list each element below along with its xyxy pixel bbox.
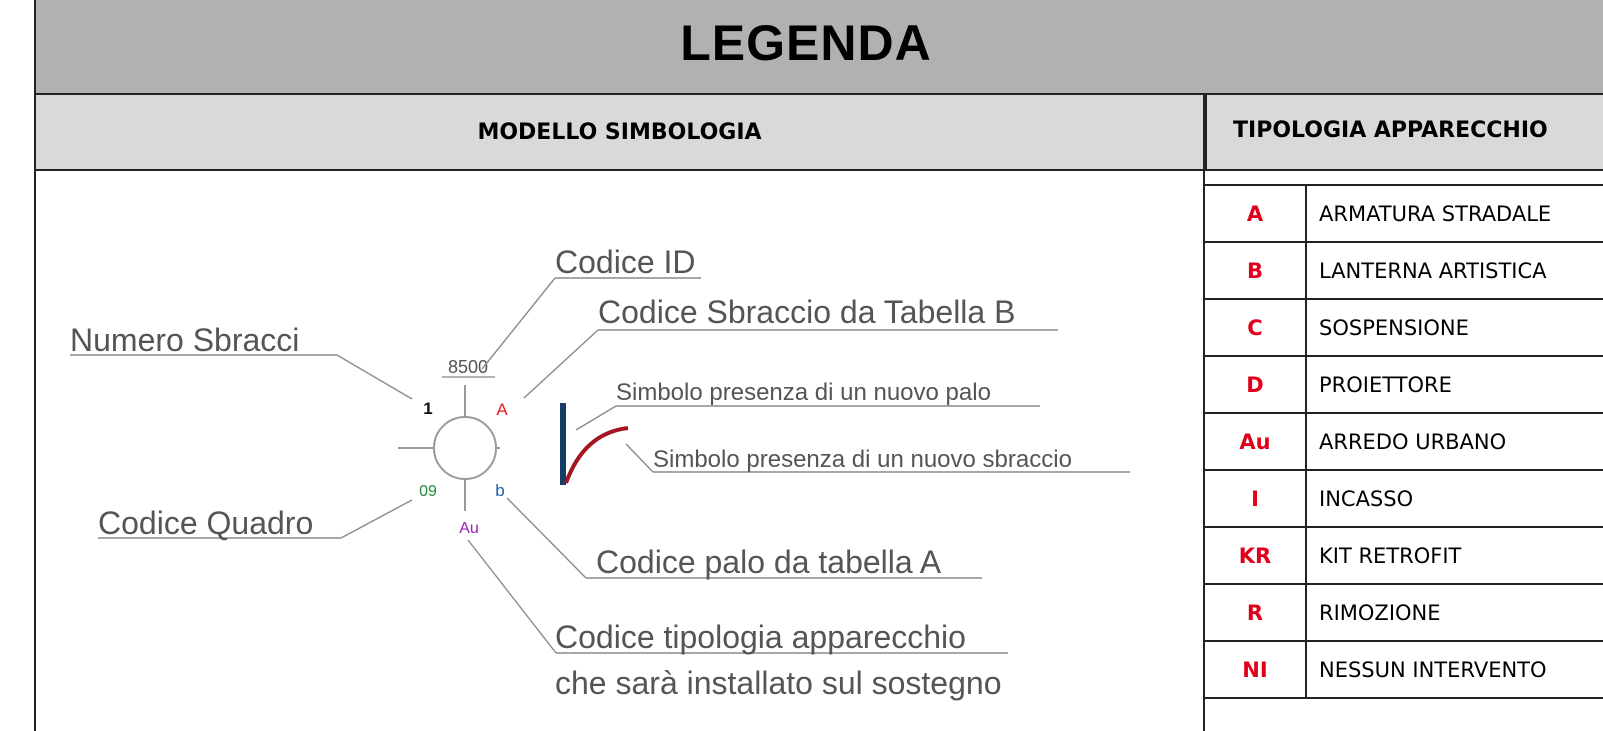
table-row: D PROIETTORE [1203, 355, 1603, 414]
symbol-top-left-value: 1 [423, 399, 432, 418]
title-bar: LEGENDA [34, 0, 1603, 95]
leader-codice-id [481, 277, 556, 370]
symbol-circle [433, 416, 497, 480]
apparecchio-code: KR [1203, 526, 1307, 585]
apparecchio-label: ARREDO URBANO [1305, 412, 1603, 471]
label-codice-tipologia-1: Codice tipologia apparecchio [555, 619, 966, 655]
apparecchio-label: SOSPENSIONE [1305, 298, 1603, 357]
label-simbolo-palo: Simbolo presenza di un nuovo palo [616, 379, 991, 406]
apparecchio-code: B [1203, 241, 1307, 300]
apparecchio-code: NI [1203, 640, 1307, 699]
apparecchio-code: D [1203, 355, 1307, 414]
apparecchio-code: C [1203, 298, 1307, 357]
table-row: R RIMOZIONE [1203, 583, 1603, 642]
label-simbolo-sbraccio: Simbolo presenza di un nuovo sbraccio [653, 446, 1072, 473]
table-row: I INCASSO [1203, 469, 1603, 528]
header-tipologia-apparecchio: TIPOLOGIA APPARECCHIO [1205, 95, 1603, 171]
table-row: B LANTERNA ARTISTICA [1203, 241, 1603, 300]
header-modello-simbologia: MODELLO SIMBOLOGIA [34, 95, 1205, 171]
header-left-label: MODELLO SIMBOLOGIA [477, 119, 762, 145]
table-row: NI NESSUN INTERVENTO [1203, 640, 1603, 699]
header-right-label: TIPOLOGIA APPARECCHIO [1233, 118, 1548, 143]
label-numero-sbracci: Numero Sbracci [70, 322, 299, 358]
page-title: LEGENDA [680, 15, 932, 71]
apparecchio-label: INCASSO [1305, 469, 1603, 528]
symbol-model-panel: 8500 1 A 09 b Au [34, 171, 1205, 731]
symbol-bottom-left-value: 09 [419, 483, 437, 500]
apparecchio-label: NESSUN INTERVENTO [1305, 640, 1603, 699]
table-row: C SOSPENSIONE [1203, 298, 1603, 357]
leader-sbraccio-nuovo [625, 443, 654, 473]
symbol-marker [398, 376, 500, 511]
table-row: Au ARREDO URBANO [1203, 412, 1603, 471]
leader-quadro [340, 499, 413, 539]
symbol-diagram: 8500 1 A 09 b Au [70, 244, 1130, 701]
leader-lines [70, 277, 1130, 654]
table-row: KR KIT RETROFIT [1203, 526, 1603, 585]
symbol-top-right-value: A [496, 400, 508, 419]
symbol-bottom-right-value: b [495, 481, 504, 500]
label-codice-sbraccio: Codice Sbraccio da Tabella B [598, 294, 1015, 330]
apparecchio-code: Au [1203, 412, 1307, 471]
leader-tipologia [467, 539, 557, 654]
leader-codice-palo [506, 497, 587, 579]
label-codice-id: Codice ID [555, 244, 696, 280]
label-codice-tipologia-2: che sarà installato sul sostegno [555, 665, 1001, 701]
apparecchio-label: PROIETTORE [1305, 355, 1603, 414]
label-codice-quadro: Codice Quadro [98, 505, 313, 541]
apparecchio-table: A ARMATURA STRADALE B LANTERNA ARTISTICA… [1203, 184, 1603, 699]
apparecchio-label: ARMATURA STRADALE [1305, 184, 1603, 243]
leader-palo [575, 405, 617, 431]
table-row: A ARMATURA STRADALE [1203, 184, 1603, 243]
symbol-bottom-value: Au [459, 520, 479, 537]
apparecchio-label: LANTERNA ARTISTICA [1305, 241, 1603, 300]
apparecchio-code: I [1203, 469, 1307, 528]
apparecchio-code: A [1203, 184, 1307, 243]
symbol-top-value: 8500 [448, 357, 488, 377]
apparecchio-label: KIT RETROFIT [1305, 526, 1603, 585]
leader-numero [336, 354, 413, 400]
apparecchio-label: RIMOZIONE [1305, 583, 1603, 642]
label-codice-palo: Codice palo da tabella A [596, 544, 942, 580]
leader-sbraccio [523, 329, 599, 399]
apparecchio-code: R [1203, 583, 1307, 642]
new-arm-icon [564, 426, 629, 484]
